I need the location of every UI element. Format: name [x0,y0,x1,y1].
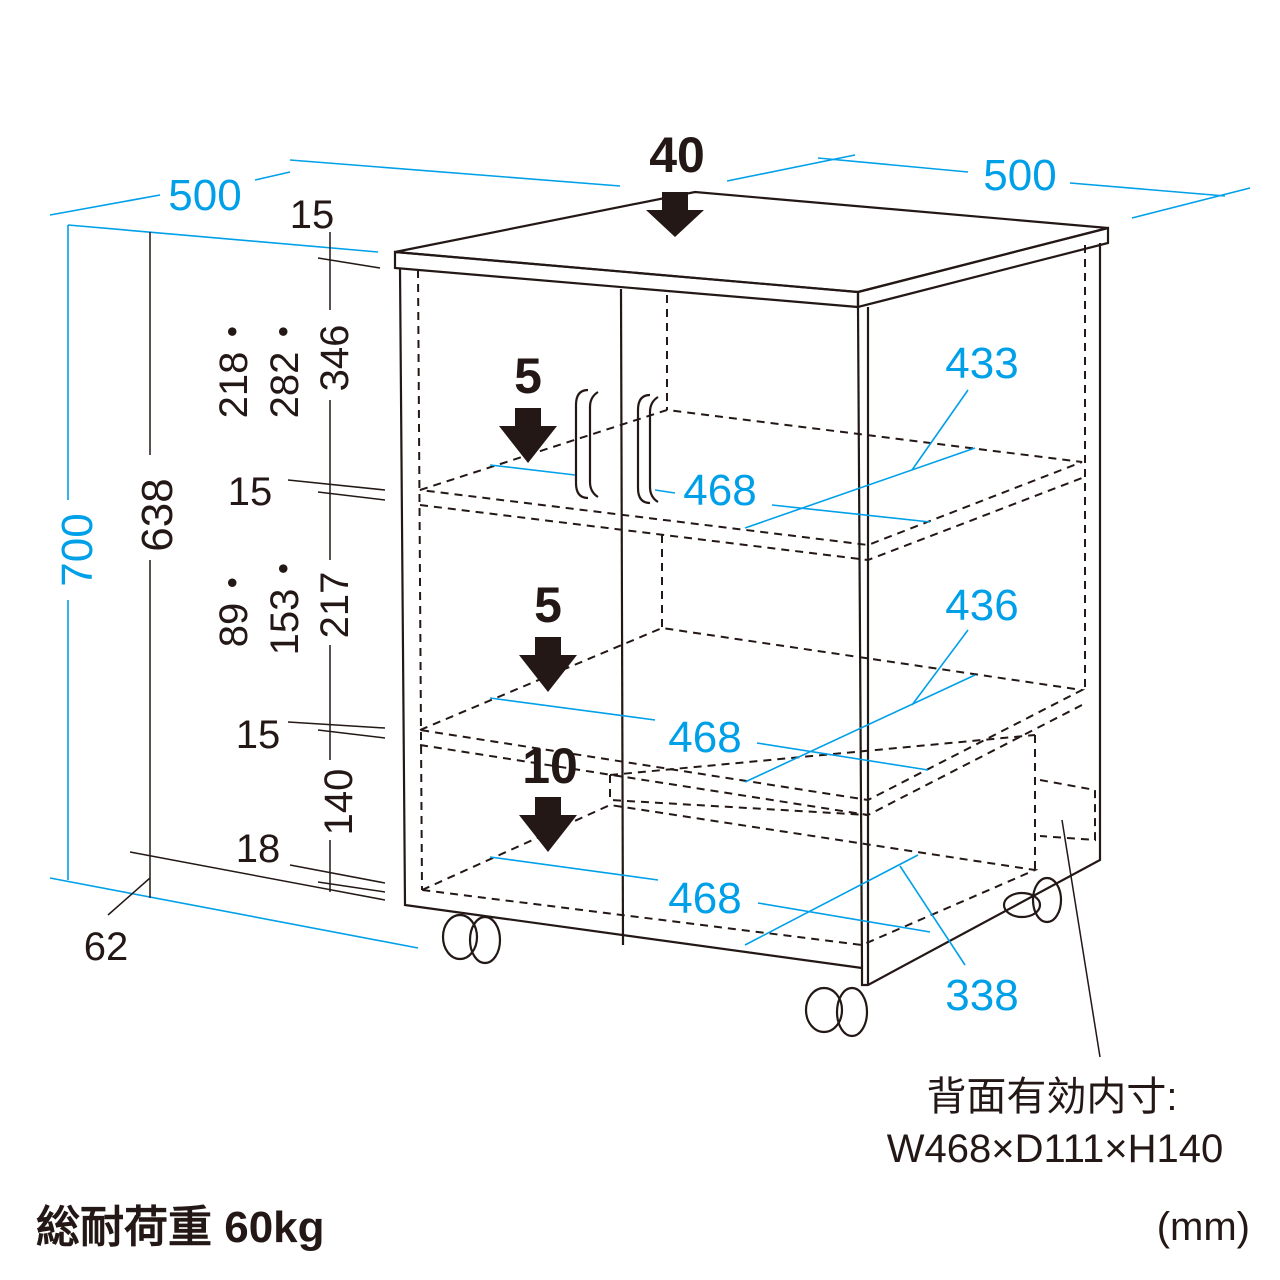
total-load: 総耐荷重 60kg [36,1203,325,1252]
dim-shelf1-thickness: 15 [228,470,273,514]
caster-front-left [441,913,502,965]
dim-height-inner: 638 [133,478,182,551]
front-left-bottom [398,267,863,970]
arrow-down-icon [646,192,704,237]
height-dimension-lines [107,232,1101,1058]
load-top: 40 [649,127,705,183]
dim-bottom-shelf-width: 468 [668,874,741,923]
dim-caster-height: 62 [84,925,129,969]
dim-upper-shelf-depth: 433 [945,339,1018,388]
dim-upper-shelf-width: 468 [683,466,756,515]
load-middle-shelf: 5 [534,577,562,633]
door-divider [619,288,625,946]
rear-opening-label: 背面有効内寸: [926,1075,1177,1119]
dim-middle-options-1: 89・ [212,563,256,648]
top-front-edge [393,250,860,309]
door-handle-right [636,393,659,505]
dim-middle-shelf-depth: 436 [945,581,1018,630]
load-upper-shelf: 5 [514,348,542,404]
bottom-shelf [418,803,1039,947]
dim-top-thickness: 15 [290,193,335,237]
caster-back-right [1002,876,1063,924]
arrow-down-icon [499,408,557,463]
middle-shelf [416,626,1086,802]
caster-front-right [804,986,869,1038]
dim-middle-shelf-width: 468 [668,713,741,762]
cabinet-outline [393,190,1110,1038]
dimension-lines [49,154,1251,966]
dim-upper-space: 346 [313,325,357,392]
load-arrows [499,192,704,852]
dim-depth-right: 500 [983,151,1056,200]
load-bottom: 10 [522,738,578,794]
rear-opening-leader [1061,819,1101,1058]
dim-height-total: 700 [53,513,102,586]
dim-upper-options-2: 282・ [263,312,307,419]
door-handle-left [574,388,599,500]
top-side-edge [856,226,1110,309]
arrow-down-icon [519,797,577,852]
dim-width-left: 500 [168,171,241,220]
dim-bottom-shelf-depth: 338 [945,971,1018,1020]
upper-shelf [419,408,1083,547]
dim-bottom-thickness: 18 [236,827,281,871]
dim-upper-options-1: 218・ [212,312,256,419]
dim-shelf2-thickness: 15 [236,713,281,757]
dim-middle-options-2: 153・ [263,549,307,656]
unit-label: (mm) [1157,1205,1250,1249]
dim-lower-space: 140 [317,769,361,836]
arrow-down-icon [519,637,577,692]
dim-middle-space: 217 [313,572,357,639]
rear-opening-value: W468×D111×H140 [887,1127,1224,1171]
